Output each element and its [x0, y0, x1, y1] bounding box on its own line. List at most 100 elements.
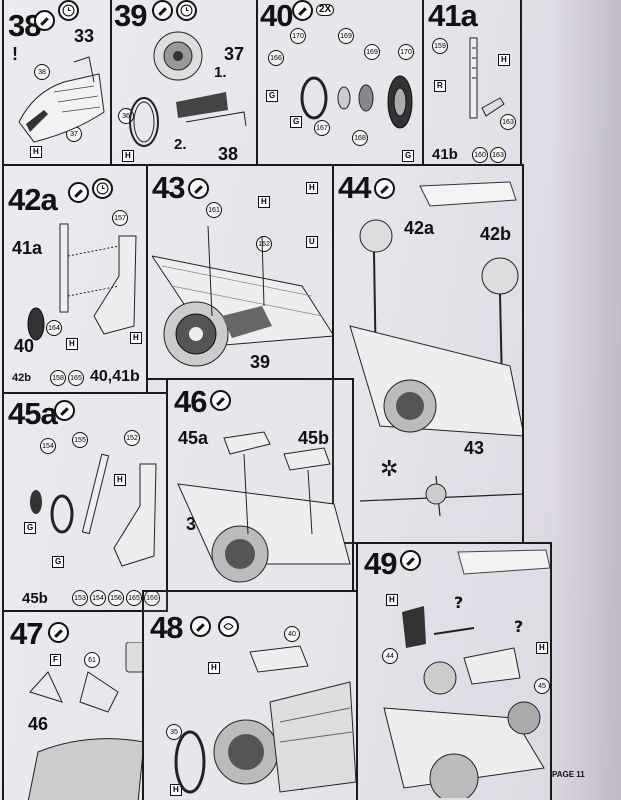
part-38: 38 — [34, 64, 50, 80]
wing-gear-door-drawing — [177, 431, 351, 583]
gear-leg-drawing — [469, 37, 505, 119]
page-number: PAGE 11 — [552, 770, 585, 779]
label-37: 37 — [224, 44, 245, 64]
part-170-b: 170 — [398, 44, 414, 60]
engine-drawing — [129, 31, 247, 147]
part-170: 170 — [290, 28, 306, 44]
svg-text:?: ? — [454, 593, 463, 612]
strut-drawing — [27, 223, 137, 341]
quantity-badge: 2X — [316, 4, 335, 16]
sprue-tag-h-2: H — [536, 642, 548, 654]
part-36: 36 — [118, 108, 134, 124]
sprue-tag-g: G — [24, 522, 37, 534]
step-42a-panel: 42a 157 41a 40 164 H H 42b 158 165 40,41… — [2, 164, 148, 394]
part-40: 40 — [284, 626, 300, 642]
glue-icon — [54, 400, 75, 421]
step-44-number: 44 — [338, 170, 371, 205]
label-40-41b: 40,41b — [90, 368, 140, 385]
page-shadow — [551, 0, 621, 800]
step-40-number: 40 — [260, 0, 293, 33]
sprue-tag-h: H — [208, 662, 220, 674]
glue-icon — [152, 0, 173, 21]
part-165: 165 — [68, 370, 84, 386]
part-166: 166 — [144, 590, 160, 606]
step-48-number: 48 — [150, 610, 183, 645]
sprue-tag-h: H — [66, 338, 78, 350]
step-44-panel: 44 42a 42b 43 ✲ — [332, 164, 524, 544]
glue-icon — [374, 178, 395, 199]
sprue-tag-h: H — [258, 196, 270, 208]
glue-icon — [292, 0, 313, 21]
step-39-panel: 39 37 1. 2. 38 36 H — [110, 0, 258, 166]
part-153: 153 — [72, 590, 88, 606]
wheel-drawing — [300, 75, 413, 129]
part-169-b: 169 — [364, 44, 380, 60]
label-45b: 45b — [22, 590, 48, 607]
part-154-b: 154 — [90, 590, 106, 606]
label-45a: 45a — [178, 428, 209, 448]
part-167: 167 — [314, 120, 330, 136]
part-35: 35 — [166, 724, 182, 740]
sprue-tag-g: G — [266, 90, 279, 102]
part-152: 152 — [124, 430, 140, 446]
label-1: 1. — [214, 64, 227, 81]
step-41a-panel: 41a 159 R H 163 41b 160 163 — [422, 0, 522, 166]
step-46-number: 46 — [174, 384, 207, 419]
aircraft-assembly-drawing: ✲ — [349, 181, 522, 516]
sprue-tag-h: H — [114, 474, 126, 486]
sprue-tag-h-2: H — [170, 784, 182, 796]
fuselage-drawing — [18, 56, 105, 143]
sprue-tag-h-2: H — [130, 332, 142, 344]
step-48-panel: 48 40 H 35 H 47 — [142, 590, 358, 800]
part-165: 165 — [126, 590, 142, 606]
label-40: 40 — [14, 336, 35, 356]
label-41a: 41a — [12, 238, 43, 258]
part-158: 158 — [50, 370, 66, 386]
step-49-number: 49 — [364, 546, 397, 581]
paint-icon — [218, 616, 239, 637]
step-43-number: 43 — [152, 170, 185, 205]
canopy-drawing — [27, 642, 142, 800]
step-49-panel: 49 H H 44 45 48 ? ? — [356, 542, 552, 800]
part-166: 166 — [268, 50, 284, 66]
part-44: 44 — [382, 648, 398, 664]
part-163-b: 163 — [490, 147, 506, 163]
glue-icon — [188, 178, 209, 199]
part-161: 161 — [206, 202, 222, 218]
step-47-panel: 47 F 61 46 — [2, 610, 144, 800]
glue-icon — [48, 622, 69, 643]
label-41b: 41b — [432, 146, 458, 163]
label-43: 43 — [464, 438, 485, 458]
cowling-assembly-drawing: ? ? — [383, 549, 550, 798]
sprue-tag-h-2: H — [306, 182, 318, 194]
gear-door-drawing — [30, 453, 157, 567]
part-156: 156 — [108, 590, 124, 606]
clock-icon — [176, 0, 197, 21]
label-2: 2. — [174, 136, 187, 153]
glue-icon — [68, 182, 89, 203]
step-47-number: 47 — [10, 616, 43, 651]
sprue-tag-u: U — [306, 236, 318, 248]
step-43-panel: 43 161 162 H H U 39 — [146, 164, 334, 380]
step-42a-number: 42a — [8, 182, 58, 217]
svg-text:✲: ✲ — [380, 457, 398, 482]
part-45: 45 — [534, 678, 550, 694]
clock-icon — [92, 178, 113, 199]
part-154: 154 — [40, 438, 56, 454]
step-40-panel: 40 2X 170 169 166 169 170 167 168 G G G — [256, 0, 424, 166]
sprue-tag-g-2: G — [52, 556, 65, 568]
sprue-tag-h: H — [30, 146, 42, 158]
sprue-tag-h: H — [498, 54, 510, 66]
warning-mark: ! — [12, 44, 18, 64]
label-45b: 45b — [298, 428, 330, 448]
glue-icon — [190, 616, 211, 637]
wing-engine-drawing — [152, 226, 332, 367]
glue-icon — [34, 10, 55, 31]
part-162: 162 — [256, 236, 272, 252]
label-33: 33 — [74, 26, 95, 46]
step-41a-number: 41a — [428, 0, 478, 33]
step-39-number: 39 — [114, 0, 147, 33]
sprue-tag-f: F — [50, 654, 61, 666]
sprue-tag-g-2: G — [290, 116, 303, 128]
